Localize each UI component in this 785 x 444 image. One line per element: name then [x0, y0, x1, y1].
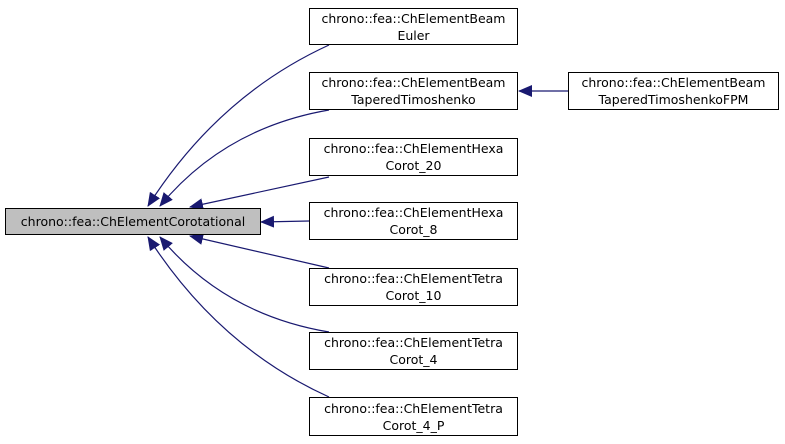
node-label-line-2: TaperedTimoshenkoFPM	[598, 92, 749, 107]
edge-tetra-4-to-base	[159, 236, 330, 333]
node-tetra-corot-4-p[interactable]: chrono::fea::ChElementTetra Corot_4_P	[309, 397, 518, 436]
edge-tetra-4p-to-base	[147, 236, 330, 398]
node-label-line-2: Corot_20	[385, 158, 442, 173]
node-beam-tapered-timoshenko[interactable]: chrono::fea::ChElementBeam TaperedTimosh…	[309, 72, 518, 110]
edge-tetra-10-to-base	[189, 233, 330, 269]
node-tetra-corot-10[interactable]: chrono::fea::ChElementTetra Corot_10	[309, 268, 518, 306]
edge-hexa-8-to-base	[260, 215, 310, 228]
node-label-line-2: TaperedTimoshenko	[351, 92, 476, 107]
node-beam-euler[interactable]: chrono::fea::ChElementBeam Euler	[309, 8, 518, 45]
node-label-line-2: Corot_10	[385, 288, 442, 303]
node-label-line-1: chrono::fea::ChElementTetra	[324, 271, 503, 286]
node-label-line-1: chrono::fea::ChElementBeam	[321, 75, 506, 90]
node-label-line-2: Corot_8	[389, 222, 438, 237]
node-base-class[interactable]: chrono::fea::ChElementCorotational	[5, 208, 261, 235]
node-label-line-1: chrono::fea::ChElementHexa	[323, 205, 504, 220]
node-hexa-corot-8[interactable]: chrono::fea::ChElementHexa Corot_8	[309, 202, 518, 240]
edge-beam-tapered-to-base	[159, 109, 330, 207]
node-hexa-corot-20[interactable]: chrono::fea::ChElementHexa Corot_20	[309, 138, 518, 176]
node-label-line-1: chrono::fea::ChElementBeam	[321, 10, 506, 26]
edge-beam-euler-to-base	[147, 44, 330, 207]
node-label-line-1: chrono::fea::ChElementCorotational	[20, 214, 246, 229]
node-label-line-2: Corot_4_P	[382, 417, 445, 433]
node-tetra-corot-4[interactable]: chrono::fea::ChElementTetra Corot_4	[309, 332, 518, 370]
node-label-line-1: chrono::fea::ChElementTetra	[324, 335, 503, 350]
node-label-line-2: Euler	[397, 27, 430, 43]
node-label-line-2: Corot_4	[389, 352, 438, 367]
node-beam-tapered-timoshenko-fpm[interactable]: chrono::fea::ChElementBeam TaperedTimosh…	[568, 72, 779, 110]
node-label-line-1: chrono::fea::ChElementHexa	[323, 141, 504, 156]
node-label-line-1: chrono::fea::ChElementTetra	[324, 400, 503, 416]
edge-hexa-20-to-base	[189, 176, 330, 211]
node-label-line-1: chrono::fea::ChElementBeam	[581, 75, 766, 90]
